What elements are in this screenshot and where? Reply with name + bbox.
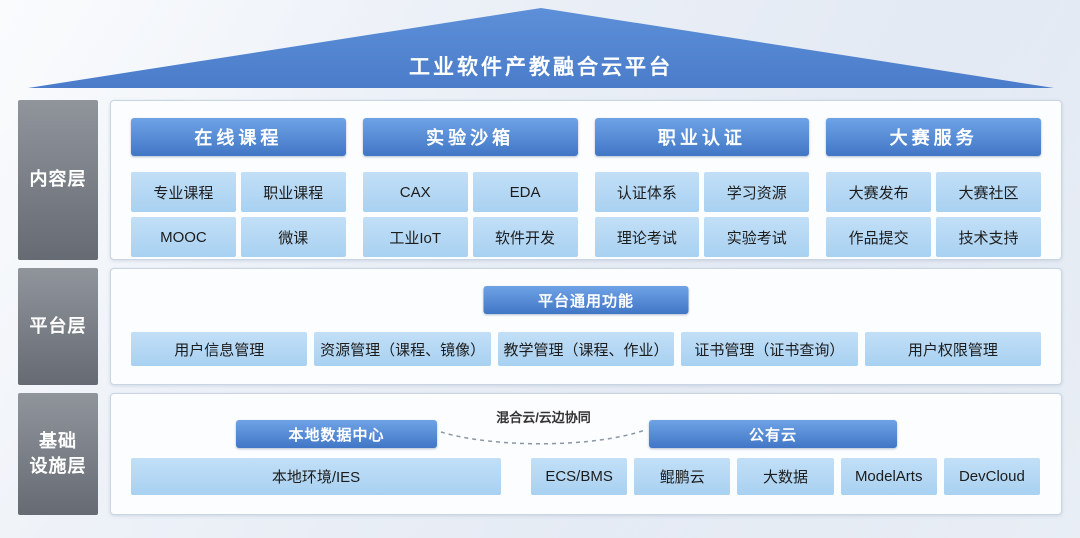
cloud-cell: ECS/BMS	[531, 458, 628, 495]
group-competition: 大赛服务 大赛发布 大赛社区 作品提交 技术支持	[826, 118, 1041, 259]
content-cell: MOOC	[131, 217, 236, 257]
platform-layer-panel: 平台通用功能 用户信息管理 资源管理（课程、镜像） 教学管理（课程、作业） 证书…	[110, 268, 1062, 385]
content-cell: 大赛社区	[936, 172, 1041, 212]
platform-items-row: 用户信息管理 资源管理（课程、镜像） 教学管理（课程、作业） 证书管理（证书查询…	[131, 332, 1042, 366]
cloud-cell: ModelArts	[840, 458, 937, 495]
content-cell: 职业课程	[240, 172, 346, 212]
layer-label-text: 内容层	[29, 169, 87, 190]
layer-label-text: 平台层	[29, 315, 87, 336]
hybrid-cloud-link-line	[440, 429, 646, 445]
local-datacenter-header: 本地数据中心	[236, 420, 437, 448]
group-certification: 职业认证 认证体系 学习资源 理论考试 实验考试	[594, 118, 810, 259]
group-cells: CAX EDA 工业IoT 软件开发	[362, 172, 578, 257]
content-cell: EDA	[472, 172, 578, 212]
platform-cell: 用户信息管理	[131, 332, 308, 366]
cloud-cell: 大数据	[737, 458, 834, 495]
platform-cell: 教学管理（课程、作业）	[497, 332, 675, 366]
content-cell: 理论考试	[594, 217, 700, 257]
platform-cell: 资源管理（课程、镜像）	[314, 332, 491, 366]
layer-label-platform: 平台层	[18, 268, 98, 385]
layer-label-text-line1: 基础	[39, 430, 77, 451]
content-cell: 实验考试	[704, 217, 810, 257]
group-cells: 专业课程 职业课程 MOOC 微课	[131, 172, 346, 257]
group-lab-sandbox: 实验沙箱 CAX EDA 工业IoT 软件开发	[362, 118, 578, 259]
group-header: 职业认证	[594, 118, 810, 156]
cloud-cell: 鲲鹏云	[634, 458, 731, 495]
group-cells: 大赛发布 大赛社区 作品提交 技术支持	[826, 172, 1041, 257]
content-cell: 微课	[240, 217, 346, 257]
content-cell: 大赛发布	[826, 172, 932, 212]
hybrid-cloud-link-label: 混合云/云边协同	[496, 410, 591, 425]
layer-label-content: 内容层	[18, 100, 98, 260]
cloud-items-row: ECS/BMS 鲲鹏云 大数据 ModelArts DevCloud	[531, 458, 1041, 495]
group-cells: 认证体系 学习资源 理论考试 实验考试	[594, 172, 810, 257]
banner-roof: 工业软件产教融合云平台	[28, 8, 1054, 88]
content-cell: 认证体系	[594, 172, 700, 212]
platform-cell: 用户权限管理	[864, 332, 1042, 366]
content-cell: 学习资源	[704, 172, 810, 212]
content-layer-panel: 在线课程 专业课程 职业课程 MOOC 微课 实验沙箱 CAX EDA 工业Io…	[110, 100, 1062, 260]
platform-common-header: 平台通用功能	[483, 286, 689, 314]
content-cell: 技术支持	[936, 217, 1041, 257]
local-env-cell: 本地环境/IES	[131, 458, 501, 495]
public-cloud-header: 公有云	[649, 420, 897, 448]
content-cell: 作品提交	[826, 217, 932, 257]
group-header: 大赛服务	[826, 118, 1041, 156]
layer-label-text-line2: 设施层	[29, 456, 87, 476]
platform-cell: 证书管理（证书查询）	[681, 332, 858, 366]
infrastructure-layer-panel: 本地数据中心 混合云/云边协同 公有云 本地环境/IES ECS/BMS 鲲鹏云…	[110, 393, 1062, 515]
group-header: 在线课程	[131, 118, 346, 156]
group-header: 实验沙箱	[362, 118, 578, 156]
content-cell: CAX	[362, 172, 468, 212]
group-online-courses: 在线课程 专业课程 职业课程 MOOC 微课	[131, 118, 346, 259]
diagram-title: 工业软件产教融合云平台	[409, 56, 673, 79]
content-cell: 工业IoT	[362, 217, 468, 257]
content-cell: 专业课程	[131, 172, 236, 212]
content-cell: 软件开发	[472, 217, 578, 257]
layer-label-infrastructure: 基础 设施层	[18, 393, 98, 515]
cloud-cell: DevCloud	[943, 458, 1041, 495]
